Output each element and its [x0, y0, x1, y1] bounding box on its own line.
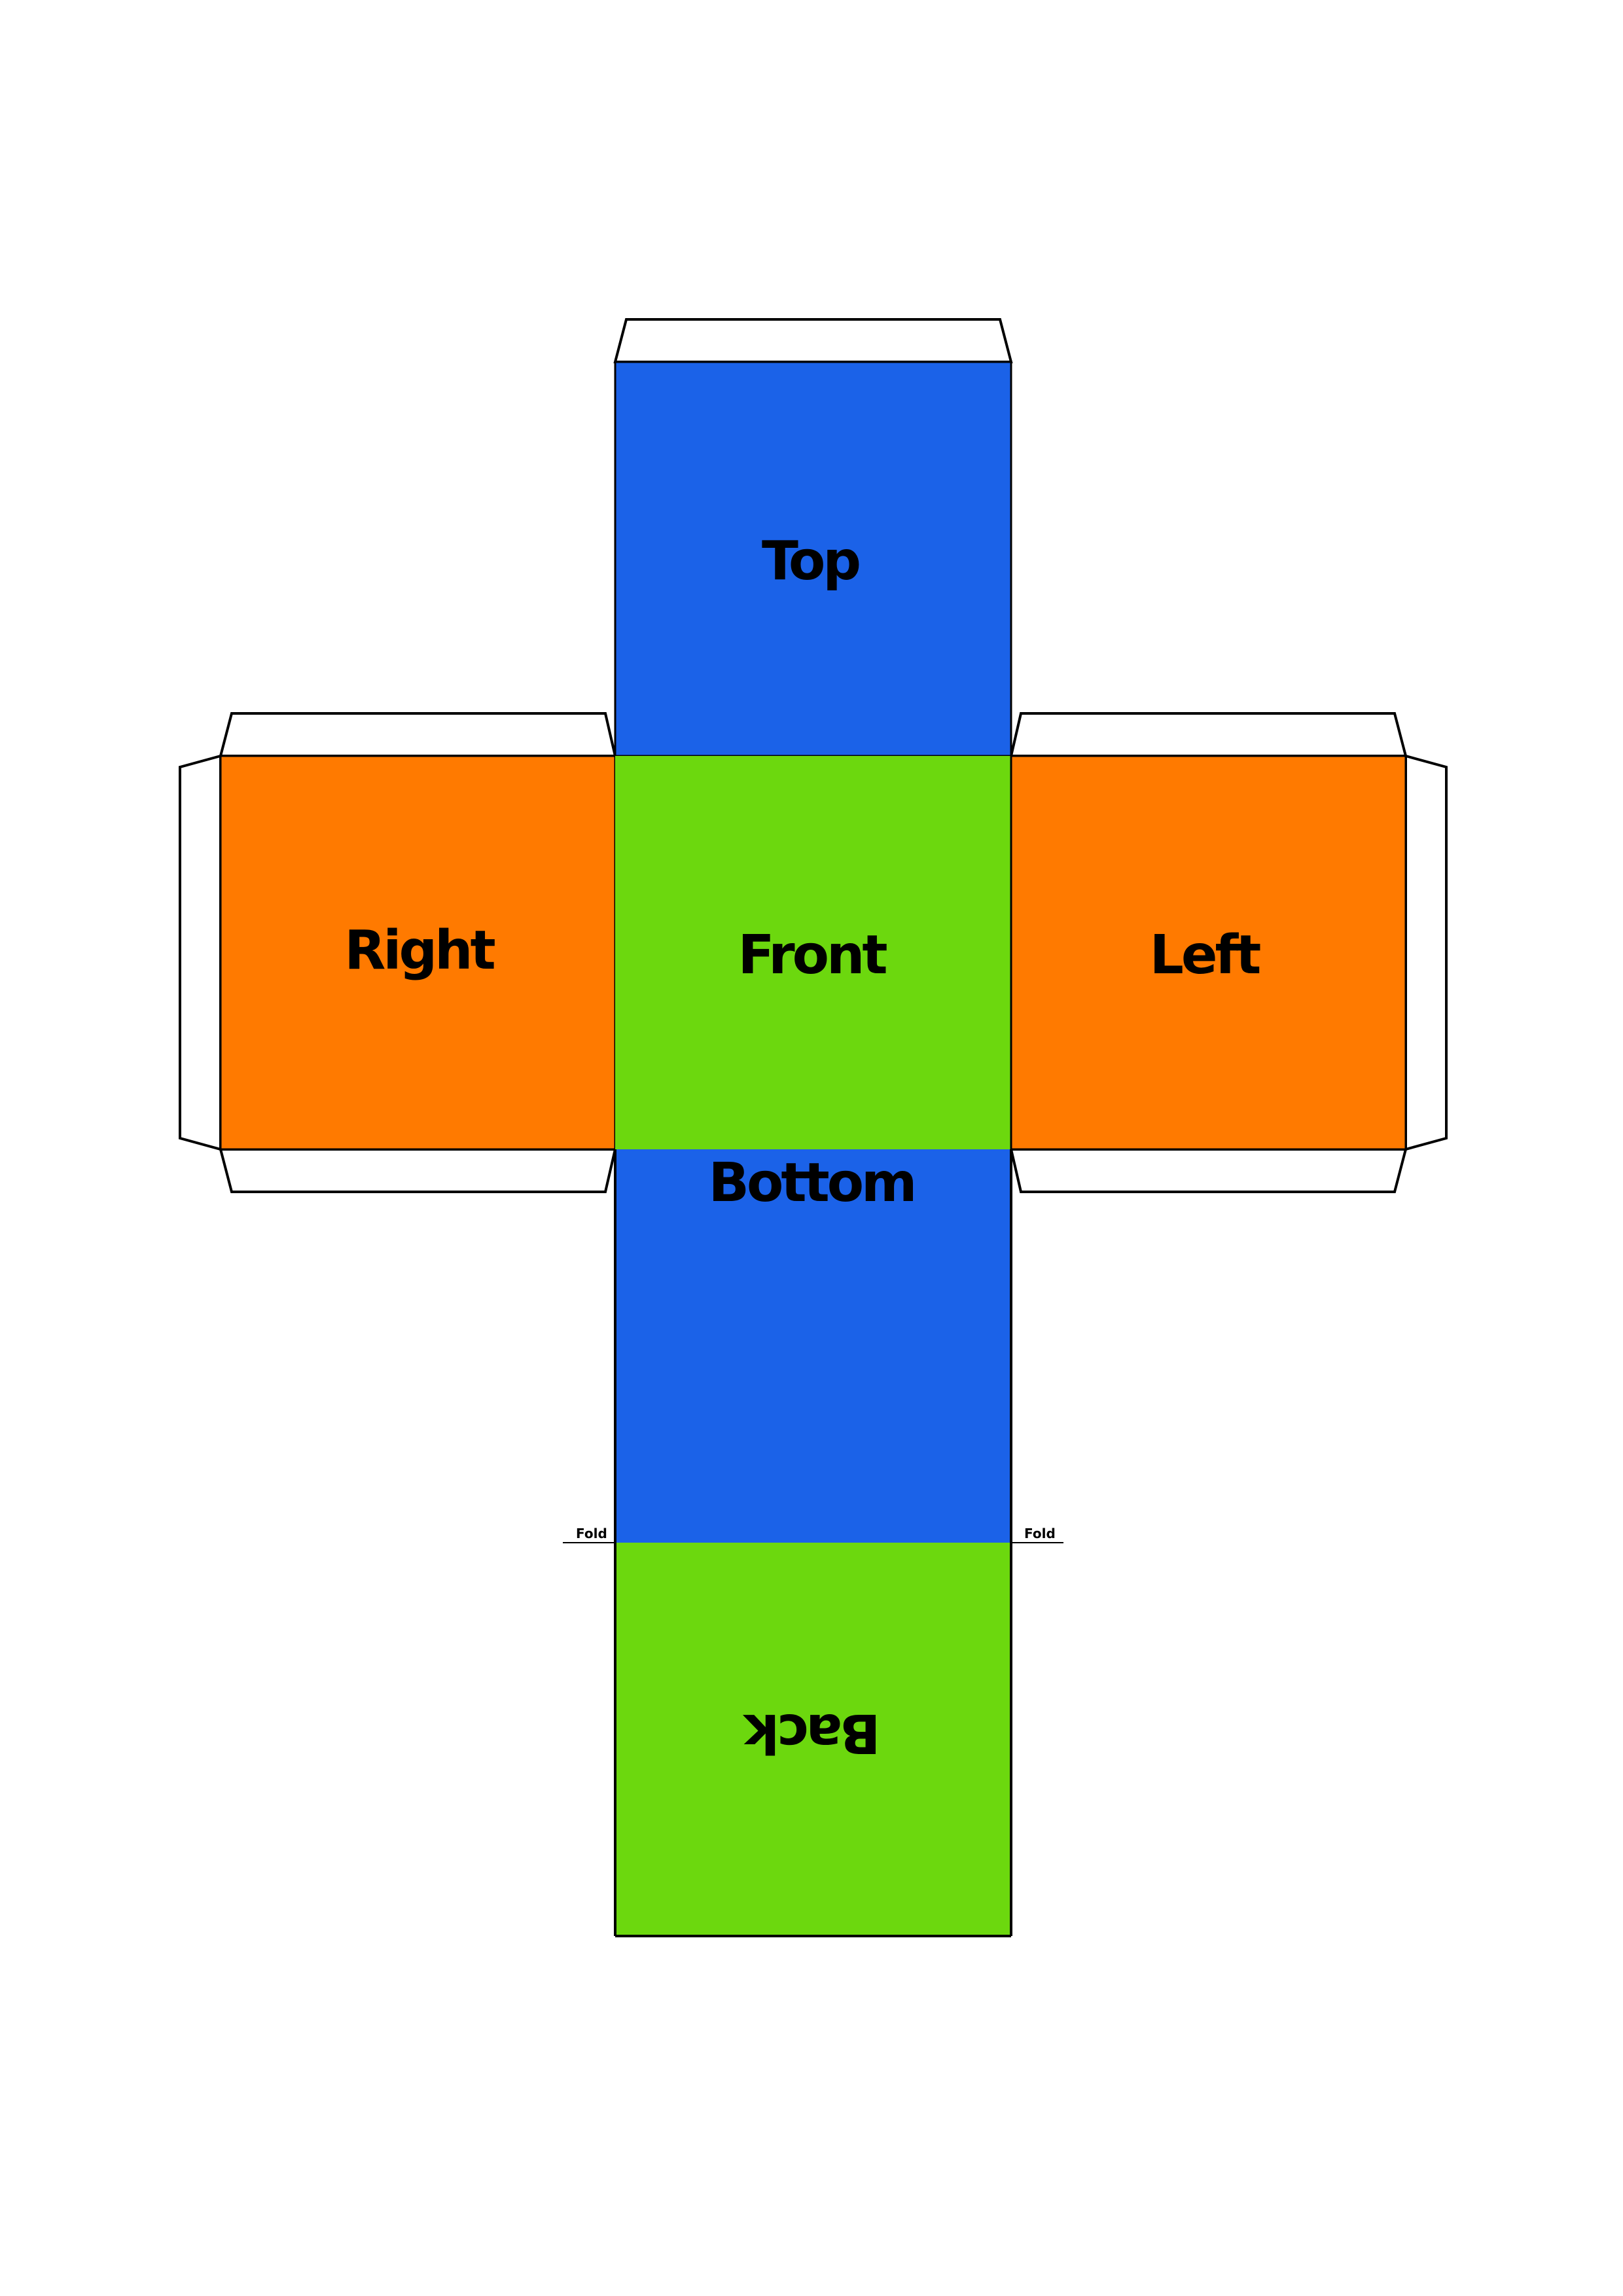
tab-left-face-side: [1404, 754, 1448, 1151]
label-back: Back: [742, 1702, 880, 1764]
tab-right-face-bottom: [219, 1148, 617, 1193]
face-bottom: [615, 1149, 1011, 1543]
tab-right-face-top: [219, 712, 617, 757]
label-right: Right: [344, 920, 495, 982]
tab-right-face-side: [179, 754, 222, 1151]
tab-left-face-bottom: [1009, 1148, 1408, 1193]
tab-left-face-top: [1009, 712, 1408, 757]
fold-mark-left: Fold: [563, 1526, 615, 1543]
label-bottom: Bottom: [708, 1152, 914, 1214]
face-left: [1010, 755, 1407, 1151]
fold-label-left: Fold: [576, 1526, 607, 1541]
label-front: Front: [738, 924, 887, 986]
fold-label-right: Fold: [1024, 1526, 1056, 1541]
face-right: [219, 755, 616, 1151]
face-back: [615, 1543, 1011, 1936]
tab-top-face: [613, 318, 1013, 363]
label-top: Top: [762, 530, 859, 592]
face-front: [615, 756, 1011, 1149]
label-left: Left: [1150, 924, 1261, 986]
fold-mark-right: Fold: [1011, 1526, 1063, 1543]
